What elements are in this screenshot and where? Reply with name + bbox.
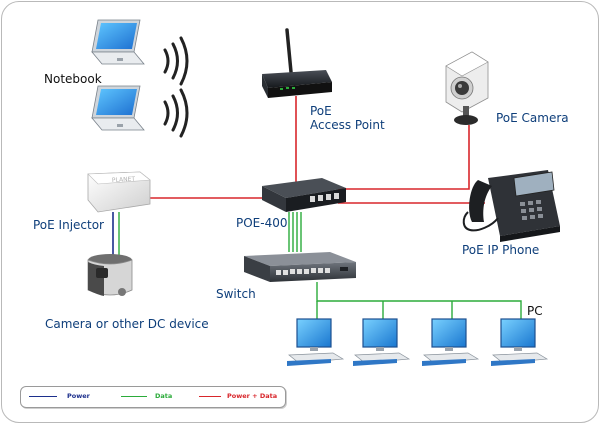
poe-injector-icon: PLANET (87, 171, 151, 213)
link-switch-pcs (316, 282, 522, 320)
legend-label-power-data: Power + Data (227, 392, 278, 400)
label-poe-camera: PoE Camera (496, 111, 569, 125)
pc-icon (353, 318, 411, 366)
legend-swatch-power-data (199, 396, 221, 397)
legend-swatch-power (29, 396, 57, 397)
pc-icon (491, 318, 549, 366)
pc-icon (422, 318, 480, 366)
legend-swatch-data (121, 396, 147, 397)
label-poe-injector: PoE Injector (33, 218, 104, 232)
label-camera-dc: Camera or other DC device (45, 317, 209, 331)
label-access-point-line1: PoE (310, 104, 332, 118)
label-poe-ip-phone: PoE IP Phone (462, 243, 540, 257)
label-access-point-line2: Access Point (310, 118, 385, 132)
svg-text:PLANET: PLANET (112, 176, 136, 184)
data-lines (118, 212, 522, 320)
switch-icon (244, 252, 356, 282)
legend-label-data: Data (155, 392, 173, 400)
power-data-lines (150, 96, 485, 204)
label-pc: PC (527, 304, 543, 318)
label-notebook: Notebook (44, 72, 102, 86)
dc-camera-icon (87, 254, 133, 296)
notebook-icon (91, 85, 145, 131)
pc-icon (287, 318, 345, 366)
legend: Power Data Power + Data (20, 386, 286, 408)
label-poe-400: POE-400 (236, 216, 288, 230)
notebook-icon (91, 19, 145, 65)
legend-label-power: Power (67, 392, 90, 400)
ip-phone-icon (462, 170, 560, 242)
wifi-waves-icon (163, 36, 189, 138)
link-camera-poe400 (338, 125, 470, 190)
poe-camera-icon (445, 51, 489, 125)
label-switch: Switch (216, 287, 256, 301)
access-point-icon (262, 28, 332, 98)
poe-400-switch-icon (262, 178, 346, 212)
